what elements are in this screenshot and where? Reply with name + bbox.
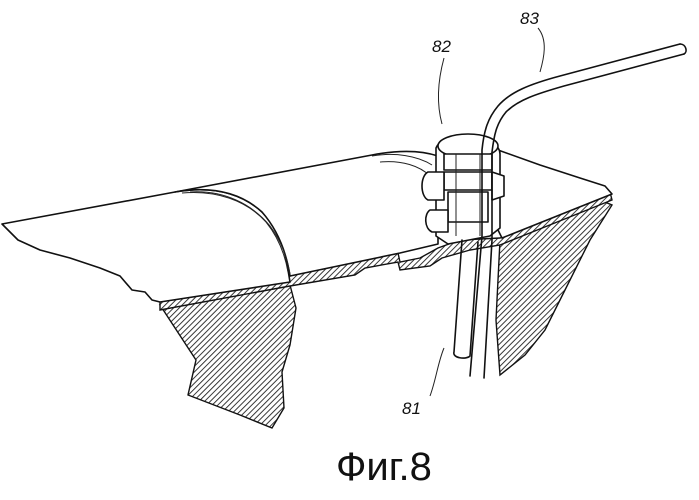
figure-caption: Фиг.8 [336,445,432,489]
leader-83 [538,28,544,72]
leader-81 [430,348,444,396]
leader-82 [438,58,444,124]
label-81: 81 [402,399,421,418]
label-83: 83 [520,9,539,28]
label-82: 82 [432,37,451,56]
